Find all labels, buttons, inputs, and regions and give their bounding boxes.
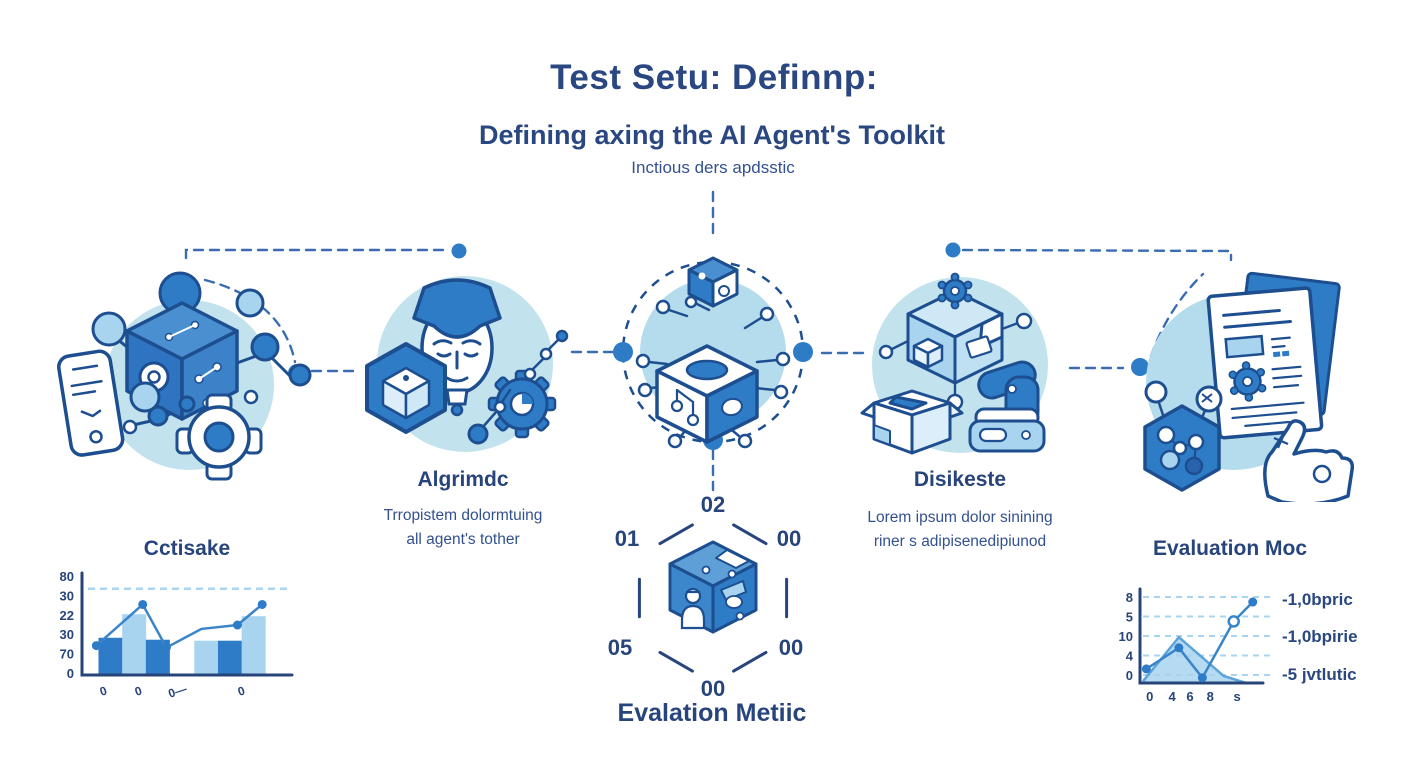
algorithm-cluster-icon <box>365 276 569 452</box>
node-dot <box>493 400 507 414</box>
smartphone-icon <box>57 349 125 457</box>
gear-icon <box>175 393 263 481</box>
svg-text:0: 0 <box>67 666 74 681</box>
metric-value-top: 02 <box>700 492 726 517</box>
legend-item-3: -5 jvtlutic <box>1282 665 1357 684</box>
connector-dot <box>1131 358 1149 376</box>
svg-text:0: 0 <box>236 683 247 698</box>
svg-text:8: 8 <box>1126 590 1133 605</box>
node-dot <box>523 367 537 381</box>
node-dot <box>555 329 569 343</box>
android-face-icon <box>412 278 502 417</box>
svg-text:30: 30 <box>60 588 74 603</box>
hexagon-cube-icon <box>365 342 447 434</box>
svg-text:10: 10 <box>1119 629 1133 644</box>
gear-glyph <box>937 272 973 310</box>
cluster-label-evaluation: Evaluation Moc <box>1152 537 1308 560</box>
evaluation-cluster-icon <box>1143 271 1355 502</box>
metric-value-lower-left: 05 <box>607 635 633 660</box>
ring-dot <box>793 342 813 362</box>
metric-value-upper-left: 01 <box>614 526 640 551</box>
node-dot <box>288 363 312 387</box>
small-cube-icon <box>687 256 739 308</box>
node-dot <box>122 419 138 435</box>
connector-dot <box>451 243 467 259</box>
molecule-hexagon-icon <box>1143 380 1223 492</box>
cluster-label-data-network: Cctisake <box>143 537 231 560</box>
connector-dot <box>945 242 961 258</box>
cluster-desc-datasets: Lorem ipsum dolor sinining riner s adipi… <box>867 509 1053 551</box>
page-tagline: Inctious ders apdsstic <box>631 158 795 177</box>
page-subtitle: Defining axing the AI Agent's Toolkit <box>479 120 945 150</box>
svg-text:70: 70 <box>60 647 74 662</box>
core-toolkit-cluster-icon <box>613 256 813 450</box>
metric-value-lower-right: 00 <box>778 635 804 660</box>
node-dot <box>91 311 127 347</box>
hexagon-diagram-label: Evalation Metiic <box>617 699 807 727</box>
svg-text:5: 5 <box>1126 610 1133 625</box>
svg-text:0: 0 <box>1146 689 1153 704</box>
node-dot <box>243 389 259 405</box>
machine-blocks-icon <box>968 360 1046 453</box>
person-glyph <box>680 587 706 630</box>
metric-value-bottom: 00 <box>700 676 726 701</box>
pointing-hand-icon <box>1263 419 1355 502</box>
bar-line-mini-chart: 80 30 22 30 70 0 0 0 0— 0 <box>60 569 294 701</box>
gear-glyph <box>1228 361 1267 402</box>
legend-item-1: -1,0bpric <box>1282 590 1353 609</box>
metric-cube-icon <box>668 540 758 634</box>
mini-cube-glyph <box>912 337 944 369</box>
open-box-icon <box>860 389 964 455</box>
cluster-desc-algorithm: Trropistem dolormtuing all agent's tothe… <box>383 507 543 549</box>
svg-text:0: 0 <box>133 683 144 698</box>
legend-item-2: -1,0bpirie <box>1282 627 1358 646</box>
node-dot <box>178 395 196 413</box>
svg-text:4: 4 <box>1169 689 1177 704</box>
page-title: Test Setu: Definnp: <box>550 58 878 97</box>
svg-text:22: 22 <box>60 608 74 623</box>
node-dot <box>250 332 280 362</box>
svg-text:80: 80 <box>60 569 74 584</box>
node-dot <box>235 288 265 318</box>
svg-text:8: 8 <box>1207 689 1214 704</box>
node-dot <box>147 405 169 427</box>
metric-value-upper-right: 00 <box>776 526 802 551</box>
datasets-cluster-icon <box>860 272 1048 455</box>
node-dot <box>467 423 489 445</box>
circuit-glyph <box>670 388 700 427</box>
svg-text:6: 6 <box>1186 689 1193 704</box>
ring-dot <box>613 342 633 362</box>
node-dot <box>878 344 894 360</box>
cluster-label-algorithm: Algrimdc <box>417 468 509 491</box>
svg-text:0—: 0— <box>166 682 188 701</box>
node-dot <box>539 347 553 361</box>
svg-text:0: 0 <box>98 683 109 698</box>
svg-text:s: s <box>1233 689 1240 704</box>
svg-text:0: 0 <box>1126 668 1133 683</box>
document-icon <box>1206 286 1324 440</box>
data-network-cluster-icon <box>57 271 312 481</box>
svg-text:4: 4 <box>1126 649 1134 664</box>
svg-text:30: 30 <box>60 627 74 642</box>
hexagon-metric-frame <box>637 523 789 673</box>
cluster-label-datasets: Disikeste <box>913 468 1007 491</box>
node-dot <box>129 381 161 413</box>
node-dot <box>1015 312 1033 330</box>
